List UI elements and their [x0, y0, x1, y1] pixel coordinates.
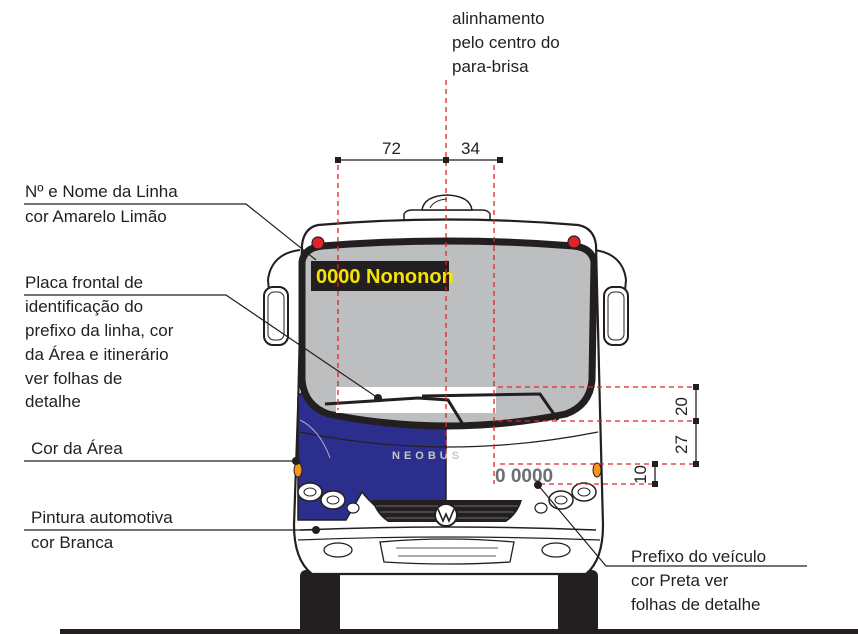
left-indicator: [293, 462, 303, 478]
centerline-line-3: para-brisa: [452, 57, 529, 76]
right-mirror: [593, 249, 629, 346]
prefix-line-2: cor Preta ver: [631, 571, 729, 590]
plate-line-1: Placa frontal de: [25, 273, 143, 292]
prefix-line-1: Prefixo do veículo: [631, 547, 766, 566]
dimension-guides: [337, 80, 696, 485]
area-line-1: Cor da Área: [31, 439, 123, 458]
line-name-line-2: cor Amarelo Limão: [25, 207, 167, 226]
line-name-note: Nº e Nome da Linha cor Amarelo Limão: [25, 182, 182, 226]
plate-line-6: detalhe: [25, 392, 81, 411]
brand-logo: NEOBUS: [392, 450, 463, 462]
paint-line-1: Pintura automotiva: [31, 508, 173, 527]
leader-lines: [24, 203, 807, 567]
dimension-34: 34: [461, 139, 480, 158]
centerline-note: alinhamento pelo centro do para-brisa: [452, 9, 564, 76]
plate-line-2: identificação do: [25, 297, 143, 316]
vertical-dimension-plate: [693, 384, 699, 467]
left-mirror: [263, 249, 301, 346]
plate-line-5: ver folhas de: [25, 369, 122, 388]
prefix-line-3: folhas de detalhe: [631, 595, 761, 614]
front-plate: [336, 387, 496, 413]
left-roof-light: [311, 236, 325, 250]
vertical-dimension-prefix: [652, 461, 658, 487]
vehicle-prefix-note: Prefixo do veículo cor Preta ver folhas …: [631, 547, 771, 614]
dimension-20: 20: [672, 397, 691, 416]
paint-note: Pintura automotiva cor Branca: [31, 508, 177, 552]
left-wheel: [300, 570, 340, 634]
dimension-10: 10: [631, 465, 650, 484]
destination-sign: [311, 261, 449, 291]
right-roof-light: [567, 235, 581, 249]
ground-line: [60, 629, 858, 634]
dimension-27: 27: [672, 435, 691, 454]
bumper: [297, 526, 601, 565]
dimension-72: 72: [382, 139, 401, 158]
centerline-line-1: alinhamento: [452, 9, 545, 28]
destination-text: 0000 Nononon: [316, 266, 454, 288]
area-color-note: Cor da Área: [31, 439, 123, 458]
front-plate-note: Placa frontal de identificação do prefix…: [25, 273, 178, 411]
wipers: [324, 392, 560, 427]
roof-hatch: [403, 194, 491, 223]
vw-logo: [434, 503, 458, 527]
centerline-line-2: pelo centro do: [452, 33, 560, 52]
left-headlights: [297, 482, 360, 514]
horizontal-dimension: [335, 157, 503, 163]
plate-line-3: prefixo da linha, cor: [25, 321, 174, 340]
right-wheel: [558, 570, 598, 634]
plate-line-4: da Área e itinerário: [25, 345, 169, 364]
bus-front: 0000 Nononon NEOBUS 0 0000: [263, 194, 629, 634]
paint-line-2: cor Branca: [31, 533, 114, 552]
line-name-line-1: Nº e Nome da Linha: [25, 182, 178, 201]
right-indicator: [592, 462, 602, 478]
